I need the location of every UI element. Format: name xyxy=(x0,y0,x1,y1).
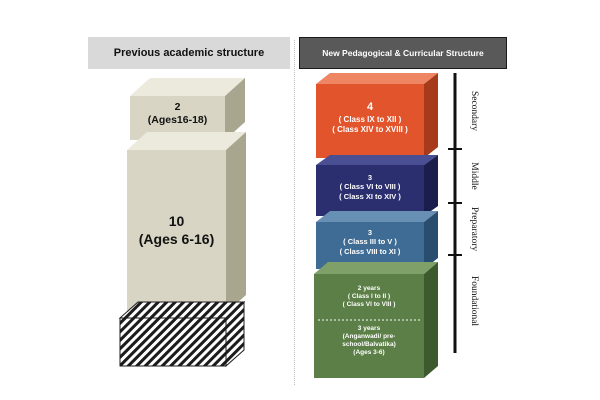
stage-label-middle: Middle xyxy=(469,162,479,190)
classes-alt-label: ( Class VI to VIII ) xyxy=(342,301,396,309)
ages-label: (Ages16-18) xyxy=(147,114,208,127)
hatched-base-block xyxy=(118,300,246,368)
block-secondary-label: 4 ( Class IX to XII ) ( Class XIV to XVI… xyxy=(316,101,424,135)
ages-label: (Ages 3-6) xyxy=(353,349,385,357)
block-preparatory-label: 3 ( Class III to V ) ( Class VIII to XI … xyxy=(316,228,424,256)
new-structure-header: New Pedagogical & Curricular Structure xyxy=(299,37,507,69)
classes-label: ( Class III to V ) xyxy=(343,237,397,247)
classes-label: ( Class VI to VIII ) xyxy=(339,182,401,192)
ages-label: (Ages 6-16) xyxy=(138,230,215,247)
years-label: 3 years xyxy=(357,325,381,332)
stage-label-foundational: Foundational xyxy=(469,275,479,327)
block-foundational-top-label: 2 years ( Class I to II ) ( Class VI to … xyxy=(314,285,424,309)
classes-label: ( Class IX to XII ) xyxy=(338,114,402,124)
block-middle xyxy=(316,155,438,216)
classes-alt-label: ( Class VIII to XI ) xyxy=(339,246,401,256)
years-label: 3 xyxy=(367,228,373,237)
years-label: 10 xyxy=(168,213,185,229)
block-ages-6-16-label: 10 (Ages 6-16) xyxy=(127,213,226,248)
stage-timeline xyxy=(448,73,462,353)
stage-label-secondary: Secondary xyxy=(469,90,479,132)
block-preparatory xyxy=(316,211,438,269)
block-secondary xyxy=(316,73,438,158)
block-middle-label: 3 ( Class VI to VIII ) ( Class XI to XIV… xyxy=(316,173,424,201)
block-foundational-bottom-label: 3 years (Anganwadi/ pre-school/Balvatika… xyxy=(318,325,420,358)
stage-label-preparatory: Preparatory xyxy=(469,206,479,252)
description-label: (Anganwadi/ pre-school/Balvatika) xyxy=(342,333,396,349)
classes-alt-label: ( Class XIV to XVIII ) xyxy=(332,124,408,134)
classes-alt-label: ( Class XI to XIV ) xyxy=(339,191,401,201)
block-foundational xyxy=(314,262,438,378)
classes-label: ( Class I to II ) xyxy=(347,293,391,301)
block-ages-6-16 xyxy=(127,132,246,313)
block-ages-16-18-label: 2 (Ages16-18) xyxy=(130,101,225,127)
years-label: 2 xyxy=(174,101,181,113)
section-divider xyxy=(294,40,295,385)
years-label: 4 xyxy=(366,101,374,113)
previous-structure-header: Previous academic structure xyxy=(88,37,290,69)
years-label: 3 xyxy=(367,173,373,182)
years-label: 2 years xyxy=(357,285,381,292)
